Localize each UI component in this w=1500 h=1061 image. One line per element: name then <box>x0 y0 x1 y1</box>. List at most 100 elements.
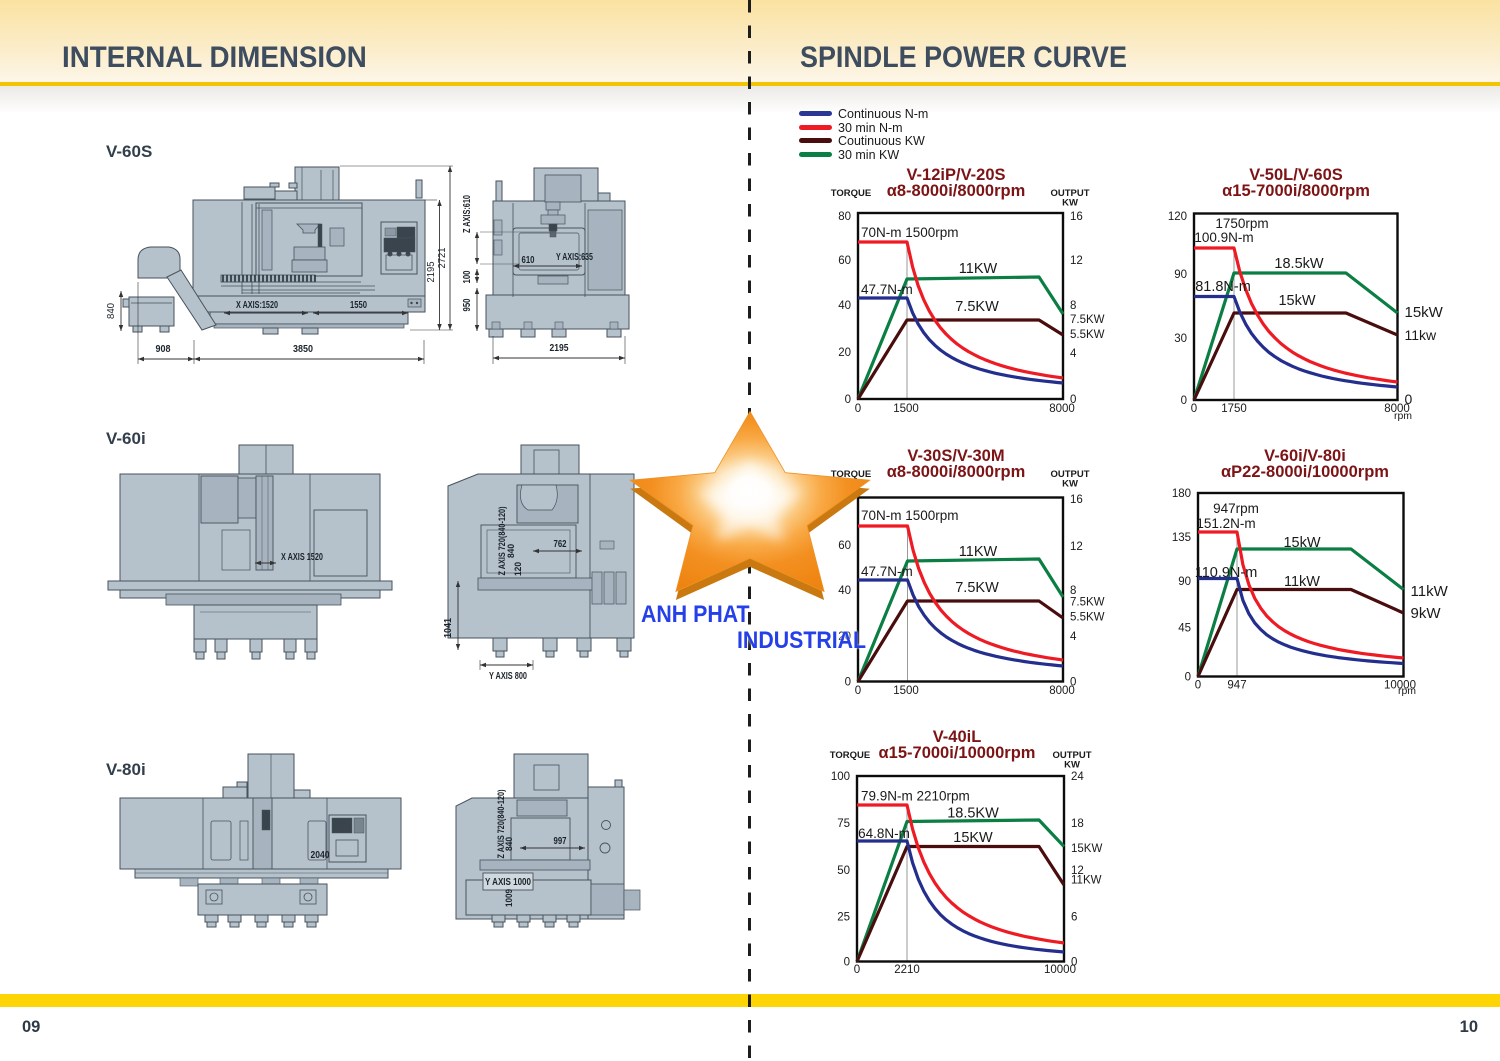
svg-text:1750: 1750 <box>1221 403 1247 415</box>
svg-text:KW: KW <box>1062 198 1078 209</box>
svg-text:8000: 8000 <box>1049 685 1075 697</box>
svg-text:47.7N-m: 47.7N-m <box>861 564 913 579</box>
svg-text:Y AXIS:635: Y AXIS:635 <box>556 251 593 263</box>
svg-text:2195: 2195 <box>550 343 569 354</box>
svg-text:151.2N-m: 151.2N-m <box>1196 516 1255 531</box>
svg-text:10000: 10000 <box>1384 680 1416 692</box>
svg-text:KW: KW <box>1062 479 1078 490</box>
svg-text:V-12iP/V-20S: V-12iP/V-20S <box>906 166 1005 184</box>
svg-text:18: 18 <box>1071 818 1084 830</box>
svg-text:0: 0 <box>1181 395 1187 407</box>
svg-text:2040: 2040 <box>311 849 330 861</box>
svg-text:70N-m 1500rpm: 70N-m 1500rpm <box>861 508 959 523</box>
svg-text:1041: 1041 <box>443 618 454 638</box>
svg-text:4: 4 <box>1070 348 1077 360</box>
svg-text:11kW: 11kW <box>1411 583 1449 600</box>
svg-text:100: 100 <box>462 270 473 283</box>
svg-text:40: 40 <box>838 300 851 312</box>
svg-text:16: 16 <box>1070 211 1083 223</box>
svg-text:120: 120 <box>1168 211 1187 223</box>
svg-text:OUTPUT: OUTPUT <box>1052 750 1091 761</box>
svg-text:70N-m 1500rpm: 70N-m 1500rpm <box>861 225 959 240</box>
svg-text:TORQUE: TORQUE <box>831 469 871 480</box>
svg-text:40: 40 <box>838 585 851 597</box>
svg-text:47.7N-m: 47.7N-m <box>861 282 913 297</box>
svg-text:15KW: 15KW <box>1071 843 1102 855</box>
svg-text:α15-7000i/10000rpm: α15-7000i/10000rpm <box>879 744 1036 762</box>
svg-text:25: 25 <box>837 912 850 924</box>
svg-text:950: 950 <box>462 298 473 311</box>
svg-text:79.9N-m 2210rpm: 79.9N-m 2210rpm <box>861 789 970 804</box>
svg-text:0: 0 <box>1071 957 1077 969</box>
svg-text:80: 80 <box>838 211 851 223</box>
svg-text:0: 0 <box>1195 680 1201 692</box>
svg-text:7.5KW: 7.5KW <box>1070 314 1105 326</box>
svg-text:V-40iL: V-40iL <box>933 728 982 746</box>
svg-text:0: 0 <box>1070 677 1076 689</box>
svg-text:3850: 3850 <box>293 344 313 355</box>
svg-text:6: 6 <box>1071 912 1077 924</box>
svg-text:81.8N-m: 81.8N-m <box>1195 279 1251 295</box>
svg-text:10000: 10000 <box>1044 964 1076 976</box>
svg-text:0: 0 <box>1191 403 1197 415</box>
svg-text:15KW: 15KW <box>953 830 993 846</box>
svg-text:8000: 8000 <box>1049 403 1075 415</box>
svg-text:100.9N-m: 100.9N-m <box>1194 230 1253 245</box>
svg-text:20: 20 <box>838 631 851 643</box>
svg-text:947: 947 <box>1227 680 1246 692</box>
svg-text:11kw: 11kw <box>1405 327 1438 343</box>
svg-text:OUTPUT: OUTPUT <box>1050 188 1089 199</box>
svg-text:12: 12 <box>1070 255 1083 267</box>
svg-text:908: 908 <box>156 344 171 355</box>
svg-text:840: 840 <box>504 837 515 851</box>
svg-text:X AXIS 1520: X AXIS 1520 <box>281 552 323 563</box>
svg-text:762: 762 <box>554 539 567 550</box>
svg-text:30: 30 <box>1174 333 1187 345</box>
svg-text:997: 997 <box>554 836 567 847</box>
svg-text:840: 840 <box>106 303 117 319</box>
svg-text:90: 90 <box>1178 576 1191 588</box>
svg-text:1009: 1009 <box>504 889 515 907</box>
svg-text:11KW: 11KW <box>959 261 998 277</box>
svg-text:120: 120 <box>513 562 524 576</box>
svg-text:1550: 1550 <box>350 300 367 311</box>
svg-text:α8-8000i/8000rpm: α8-8000i/8000rpm <box>887 463 1026 481</box>
svg-text:90: 90 <box>1174 269 1187 281</box>
svg-text:rpm: rpm <box>1398 685 1416 697</box>
svg-text:135: 135 <box>1172 532 1191 544</box>
svg-text:0: 0 <box>1405 391 1413 407</box>
svg-text:11KW: 11KW <box>959 544 998 560</box>
svg-text:0: 0 <box>1070 394 1076 406</box>
svg-text:rpm: rpm <box>1394 410 1412 422</box>
svg-text:KW: KW <box>1064 760 1080 771</box>
svg-text:2721: 2721 <box>436 247 448 268</box>
svg-text:18.5KW: 18.5KW <box>947 806 999 822</box>
svg-text:V-50L/V-60S: V-50L/V-60S <box>1249 166 1343 184</box>
svg-text:Y AXIS 1000: Y AXIS 1000 <box>485 877 531 888</box>
svg-text:0: 0 <box>855 403 861 415</box>
svg-text:60: 60 <box>838 255 851 267</box>
svg-text:110.9N-m: 110.9N-m <box>1195 565 1258 581</box>
svg-text:OUTPUT: OUTPUT <box>1050 469 1089 480</box>
svg-text:Z AXIS 720(840-120): Z AXIS 720(840-120) <box>496 790 507 859</box>
svg-text:Y AXIS 800: Y AXIS 800 <box>489 671 527 682</box>
svg-text:0: 0 <box>855 685 861 697</box>
svg-text:15kW: 15kW <box>1278 293 1315 309</box>
svg-text:α8-8000i/8000rpm: α8-8000i/8000rpm <box>887 182 1026 200</box>
svg-text:Z AXIS:610: Z AXIS:610 <box>462 195 473 233</box>
svg-text:α15-7000i/8000rpm: α15-7000i/8000rpm <box>1222 182 1370 200</box>
svg-text:24: 24 <box>1071 771 1084 783</box>
svg-text:0: 0 <box>854 964 860 976</box>
svg-text:100: 100 <box>831 771 850 783</box>
svg-text:TORQUE: TORQUE <box>831 188 871 199</box>
svg-text:12: 12 <box>1071 865 1084 877</box>
svg-text:0: 0 <box>845 394 851 406</box>
svg-text:5.5KW: 5.5KW <box>1070 329 1105 341</box>
svg-text:V-30S/V-30M: V-30S/V-30M <box>907 447 1004 465</box>
svg-text:4: 4 <box>1070 631 1077 643</box>
svg-text:V-60i/V-80i: V-60i/V-80i <box>1264 447 1346 465</box>
svg-text:15kW: 15kW <box>1405 304 1444 321</box>
svg-text:64.8N-m: 64.8N-m <box>858 826 910 841</box>
svg-text:7.5KW: 7.5KW <box>1070 597 1105 609</box>
svg-text:7.5KW: 7.5KW <box>955 580 999 596</box>
